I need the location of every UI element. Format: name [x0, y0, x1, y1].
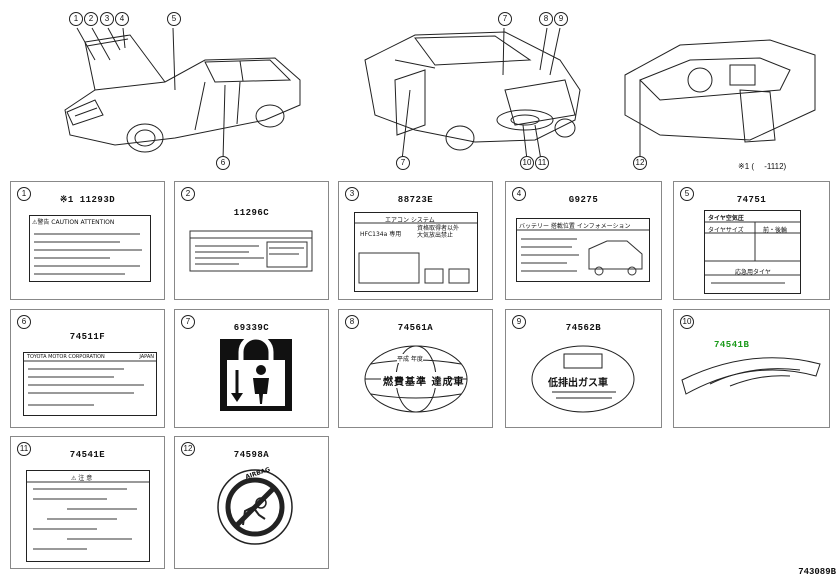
label-caption: バッテリー 搭載位置 インフォメーション [519, 223, 631, 230]
label-panel-4[interactable]: 4 G9275 バッテリー 搭載位置 インフォメーション [505, 181, 662, 300]
part-number: ※1 11293D [59, 195, 116, 205]
label-col-header: 前・後輪 [763, 227, 788, 234]
panel-number: 6 [17, 315, 31, 329]
car-front-illustration [64, 27, 301, 161]
overview-callout: 3 [100, 12, 114, 26]
child-lock-icon [220, 338, 292, 411]
label-panel-12[interactable]: 12 74598A AIRBAG [174, 436, 329, 569]
label-lines [27, 481, 149, 550]
label-drawing: エアコン システム HFC134a 専用 資格取得者以外 大気放出禁止 [354, 212, 478, 292]
overview-callout: 10 [520, 156, 534, 170]
part-number: 74511F [69, 332, 106, 342]
dashboard-illustration [624, 39, 816, 158]
overview-callout: 9 [554, 12, 568, 26]
panel-number: 1 [17, 187, 31, 201]
part-number: 74751 [736, 195, 767, 205]
fuel-economy-badge [364, 345, 468, 413]
badge-year-text: 平成 年度 [397, 354, 423, 363]
label-caption: エアコン システム [385, 217, 435, 224]
overview-callout: 7 [396, 156, 410, 170]
label-drawing [681, 357, 821, 395]
label-panel-7[interactable]: 7 69339C [174, 309, 329, 428]
label-caption: ⚠ 注 意 [71, 475, 93, 482]
overview-callout: 7 [498, 12, 512, 26]
label-subtext: HFC134a 専用 [360, 231, 402, 238]
label-caption: TOYOTA MOTOR CORPORATION [27, 354, 105, 360]
label-caption: ⚠警告 CAUTION ATTENTION [32, 219, 115, 226]
part-number: 74598A [233, 450, 270, 460]
part-number: 11296C [233, 208, 270, 218]
label-panel-10[interactable]: 10 74541B [673, 309, 830, 428]
overview-callout: 4 [115, 12, 129, 26]
part-number: 74541E [69, 450, 106, 460]
overview-callout: 5 [167, 12, 181, 26]
label-drawing: タイヤ空気圧 タイヤサイズ 前・後輪 応急用タイヤ [704, 210, 801, 294]
label-footer: 応急用タイヤ [735, 269, 771, 276]
label-panel-1[interactable]: 1 ※1 11293D ⚠警告 CAUTION ATTENTION [10, 181, 165, 300]
part-number: 74541B [714, 340, 750, 350]
airbag-warning-icon [217, 469, 293, 545]
footnote: ※1 ( -1112) [738, 162, 787, 171]
panel-number: 8 [345, 315, 359, 329]
label-drawing: ⚠ 注 意 [26, 470, 150, 562]
label-lines [517, 229, 649, 276]
part-number: 88723E [397, 195, 434, 205]
label-lines [355, 222, 477, 284]
label-drawing: バッテリー 搭載位置 インフォメーション [516, 218, 650, 282]
label-panel-3[interactable]: 3 88723E エアコン システム HFC134a 専用 資格取得者以外 大気… [338, 181, 493, 300]
car-rear-illustration [364, 27, 581, 161]
emission-badge [531, 345, 635, 413]
panel-number: 10 [680, 315, 694, 329]
label-side-text: JAPAN [139, 354, 154, 360]
badge-title: 燃費基準 達成車 [383, 377, 465, 388]
panel-number: 9 [512, 315, 526, 329]
panel-number: 7 [181, 315, 195, 329]
label-panel-9[interactable]: 9 74562B 低排出ガス車 [505, 309, 662, 428]
part-number: G9275 [568, 195, 599, 205]
label-panel-2[interactable]: 2 11296C [174, 181, 329, 300]
label-lines [34, 233, 142, 275]
diagram-reference-code: 743089B [798, 567, 836, 577]
panel-number: 5 [680, 187, 694, 201]
label-lines [24, 360, 156, 406]
overview-callout: 11 [535, 156, 549, 170]
overview-callout: 1 [69, 12, 83, 26]
label-panel-6[interactable]: 6 74511F TOYOTA MOTOR CORPORATION JAPAN [10, 309, 165, 428]
part-number: 74562B [565, 323, 602, 333]
overview-callout: 6 [216, 156, 230, 170]
panel-number: 3 [345, 187, 359, 201]
label-subtext: 資格取得者以外 大気放出禁止 [417, 225, 460, 239]
label-caption: タイヤ空気圧 [708, 215, 744, 222]
panel-number: 11 [17, 442, 31, 456]
label-col-header: タイヤサイズ [708, 227, 744, 234]
panel-number: 12 [181, 442, 195, 456]
label-drawing: TOYOTA MOTOR CORPORATION JAPAN [23, 352, 157, 416]
label-drawing: ⚠警告 CAUTION ATTENTION [29, 215, 151, 282]
part-number: 74561A [397, 323, 434, 333]
part-number: 69339C [233, 323, 270, 333]
badge-title: 低排出ガス車 [548, 378, 608, 389]
panel-number: 2 [181, 187, 195, 201]
overview-callout: 2 [84, 12, 98, 26]
overview-callout: 12 [633, 156, 647, 170]
label-panel-11[interactable]: 11 74541E ⚠ 注 意 [10, 436, 165, 569]
label-panel-5[interactable]: 5 74751 タイヤ空気圧 タイヤサイズ 前・後輪 応急用タイヤ [673, 181, 830, 300]
label-drawing [189, 230, 313, 272]
overview-callout: 8 [539, 12, 553, 26]
label-panel-8[interactable]: 8 74561A 平成 年度 燃費基準 達成車 [338, 309, 493, 428]
panel-number: 4 [512, 187, 526, 201]
label-lines [705, 221, 800, 284]
